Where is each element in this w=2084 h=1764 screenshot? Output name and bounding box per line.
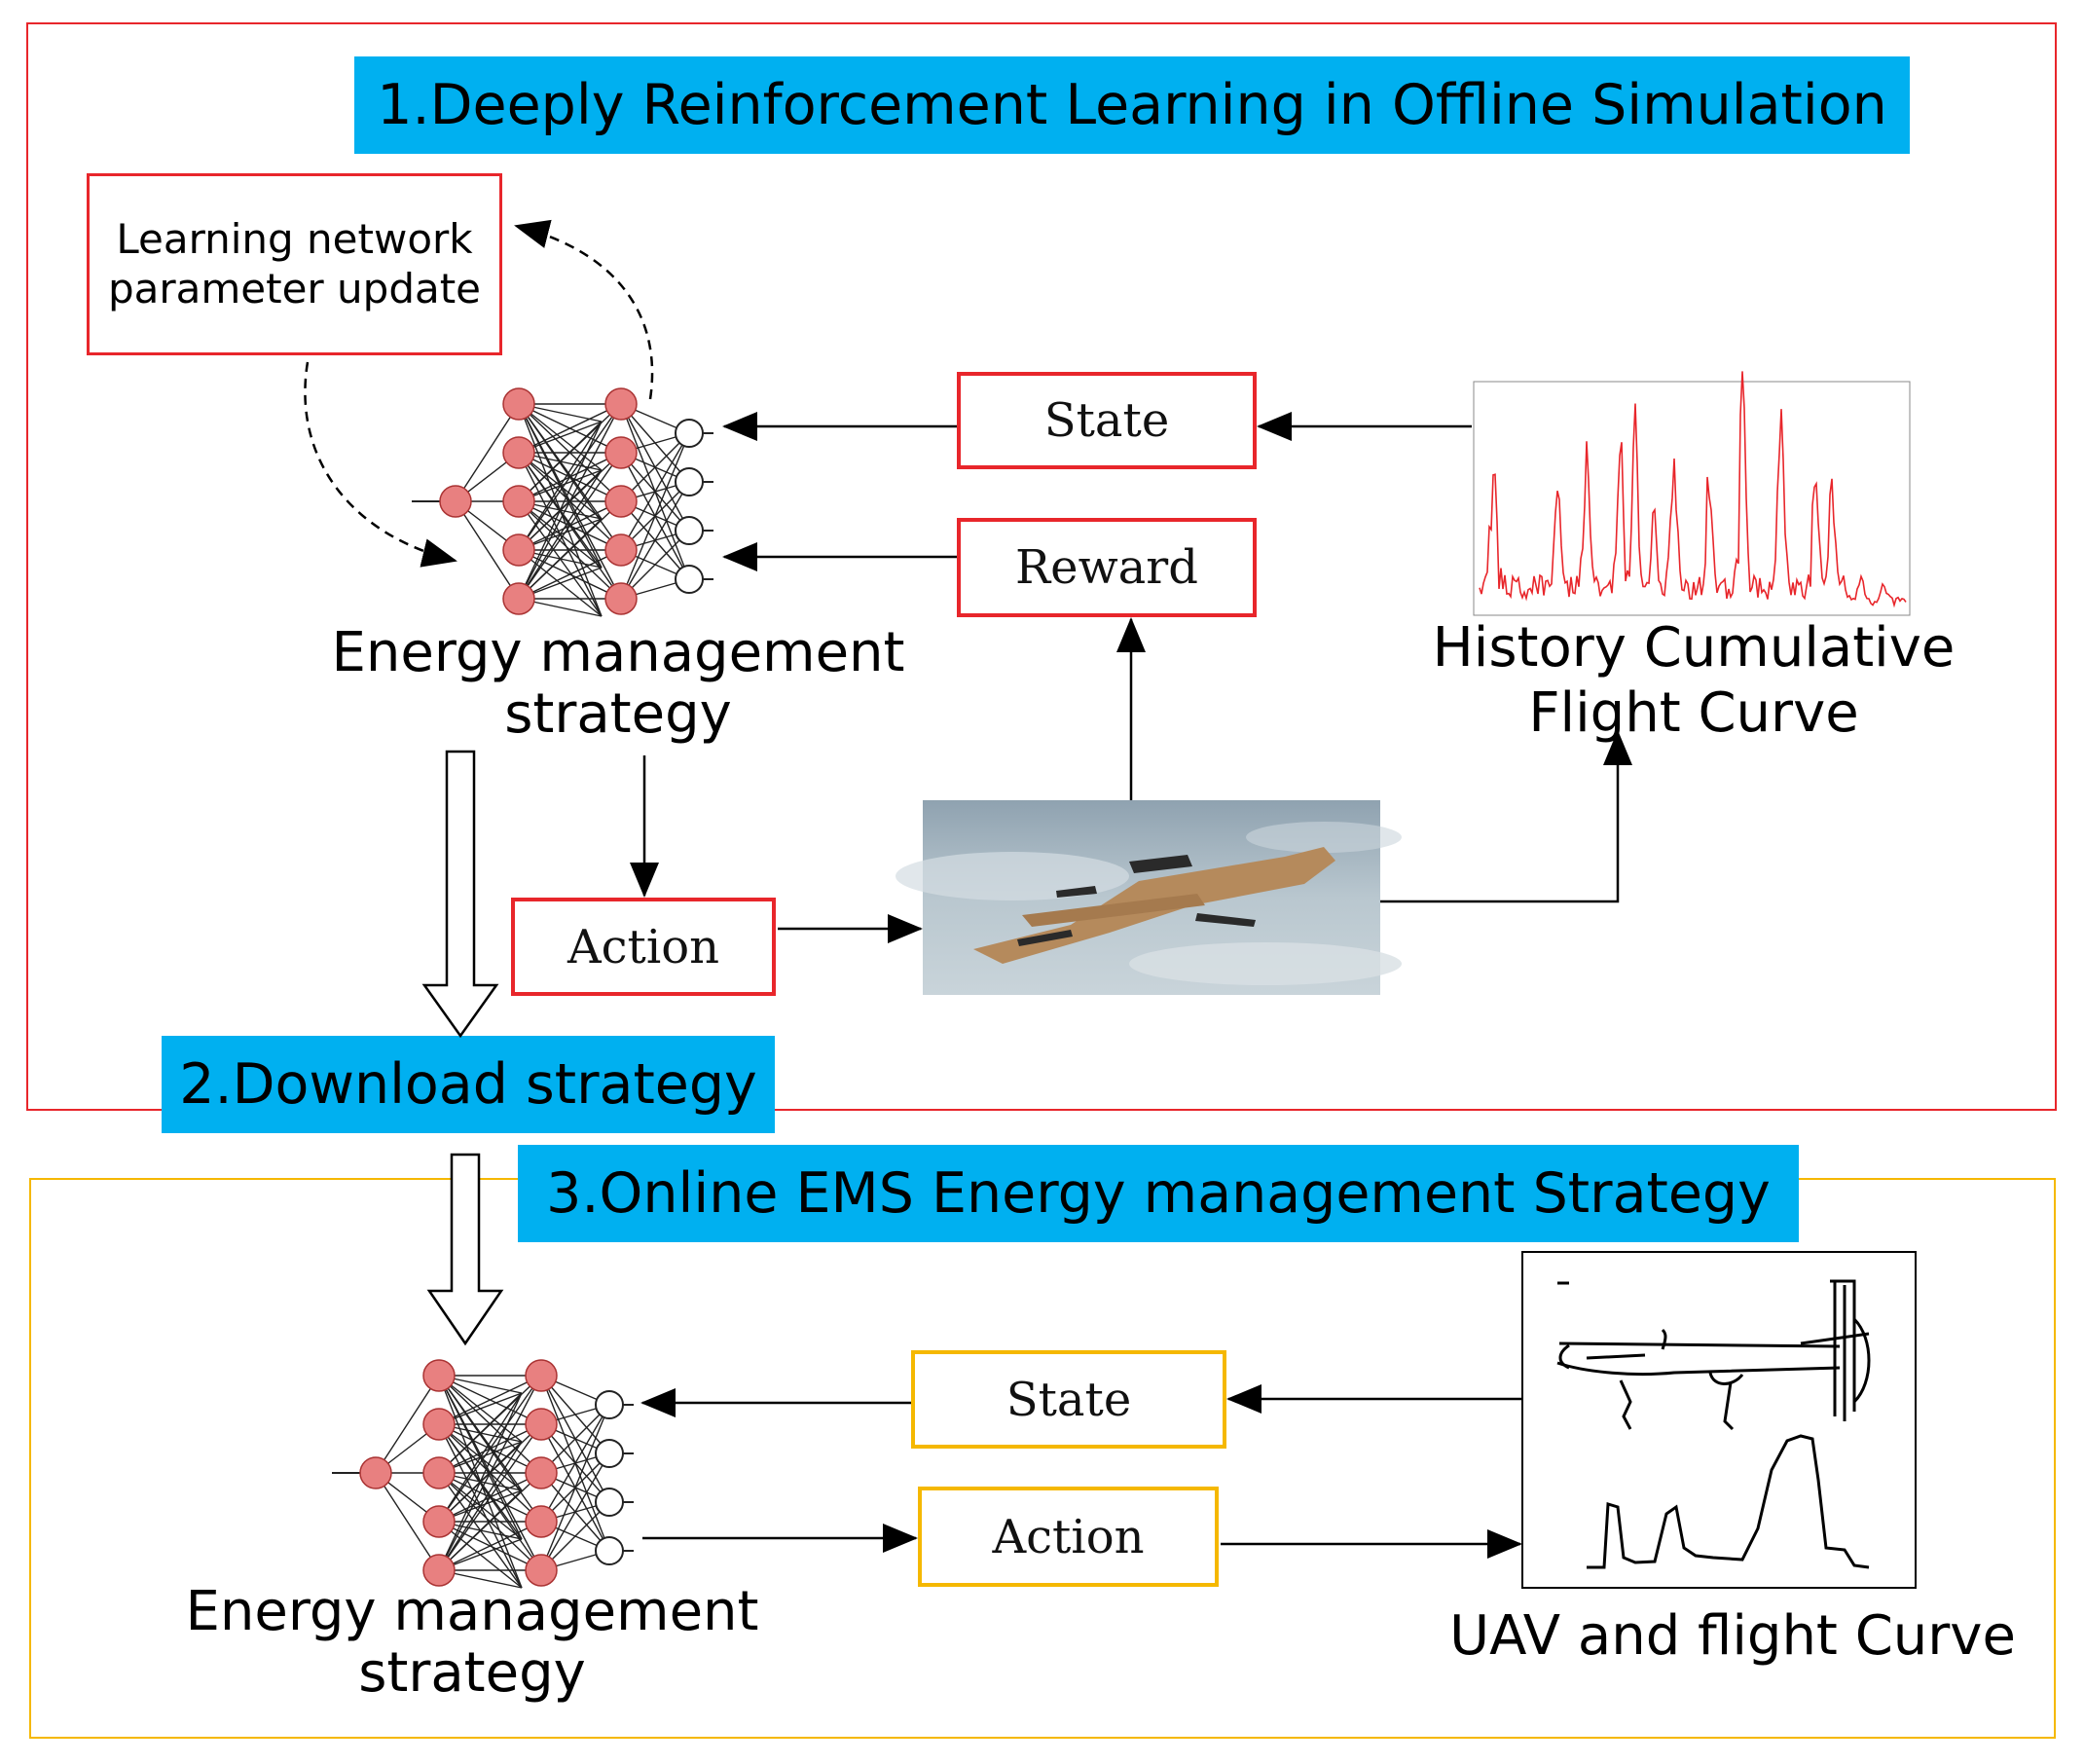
offline-network-caption-line2: strategy	[504, 681, 732, 746]
online-network-caption-line1: Energy management	[185, 1580, 759, 1643]
history-curve-caption-line1: History Cumulative	[1432, 616, 1956, 680]
parameter-update-line2: parameter update	[107, 264, 482, 312]
neuron	[422, 1456, 456, 1489]
output-neuron	[675, 516, 704, 545]
output-neuron	[595, 1488, 624, 1517]
uav-sketch-icon	[1556, 1279, 1871, 1431]
uav-photo	[896, 800, 1402, 995]
output-neuron	[675, 565, 704, 594]
neuron	[502, 387, 535, 421]
neuron	[525, 1359, 558, 1392]
online-action-box: Action	[918, 1487, 1219, 1587]
neuron	[604, 533, 638, 567]
offline-section-frame	[26, 22, 2057, 1111]
offline-section-title: 1.Deeply Reinforcement Learning in Offli…	[354, 56, 1910, 154]
offline-network-caption: Energy management strategy	[292, 621, 944, 746]
neuron	[502, 582, 535, 615]
offline-neural-network-icon	[412, 387, 713, 617]
output-neuron	[595, 1439, 624, 1468]
neuron	[604, 485, 638, 518]
neuron	[502, 485, 535, 518]
offline-state-label: State	[1043, 393, 1170, 448]
history-curve-caption: History Cumulative Flight Curve	[1402, 615, 1986, 746]
neuron	[604, 387, 638, 421]
neuron	[422, 1554, 456, 1587]
output-neuron	[595, 1390, 624, 1419]
offline-action-label: Action	[567, 919, 719, 974]
output-neuron	[595, 1536, 624, 1565]
offline-reward-box: Reward	[957, 518, 1257, 617]
neuron	[525, 1505, 558, 1538]
neuron	[525, 1456, 558, 1489]
output-neuron	[675, 467, 704, 496]
uav-to-history-arrow	[1380, 730, 1632, 903]
neuron	[502, 436, 535, 469]
parameter-update-box: Learning network parameter update	[87, 173, 502, 355]
neuron	[604, 436, 638, 469]
online-state-box: State	[911, 1350, 1226, 1449]
neuron	[525, 1554, 558, 1587]
uav-flight-caption: UAV and flight Curve	[1449, 1604, 2016, 1668]
offline-network-caption-line1: Energy management	[331, 621, 905, 684]
download-section-title: 2.Download strategy	[162, 1036, 775, 1133]
uav-sketch-panel	[1521, 1251, 1917, 1589]
online-network-caption: Energy management strategy	[156, 1580, 788, 1705]
neuron	[525, 1408, 558, 1441]
neuron	[422, 1359, 456, 1392]
offline-reward-label: Reward	[1015, 540, 1198, 595]
history-curve-plot	[1473, 371, 1911, 616]
parameter-update-line1: Learning network	[116, 215, 473, 264]
online-section-title: 3.Online EMS Energy management Strategy	[518, 1145, 1799, 1242]
online-network-caption-line2: strategy	[358, 1640, 586, 1705]
neuron	[502, 533, 535, 567]
online-state-label: State	[1005, 1372, 1132, 1427]
neuron	[359, 1456, 392, 1489]
neuron	[604, 582, 638, 615]
update-loop-arrow-out	[514, 219, 654, 400]
offline-state-box: State	[957, 372, 1257, 469]
network-connections	[455, 403, 690, 617]
history-curve-caption-line2: Flight Curve	[1528, 681, 1859, 746]
offline-action-box: Action	[511, 898, 776, 996]
online-neural-network-icon	[332, 1359, 634, 1589]
output-neuron	[675, 419, 704, 448]
neuron	[422, 1408, 456, 1441]
network-connections	[375, 1375, 610, 1589]
neuron	[439, 485, 472, 518]
flight-curve-icon	[1587, 1434, 1870, 1569]
online-action-label: Action	[992, 1509, 1145, 1564]
neuron	[422, 1505, 456, 1538]
download-arrow-lower	[426, 1153, 504, 1346]
download-arrow-upper	[421, 750, 499, 1039]
update-loop-arrow-in	[304, 361, 457, 568]
